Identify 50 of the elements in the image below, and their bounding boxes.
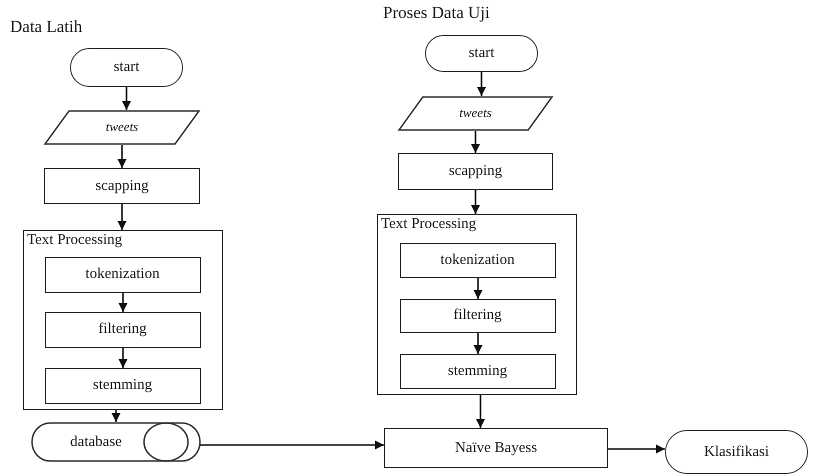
terminator-shape [70,48,183,87]
stored-data-shape [32,422,200,462]
column-heading: Proses Data Uji [383,4,490,23]
process-box [398,153,553,190]
node-label: scapping [448,163,502,180]
group-title: Text Processing [381,216,476,232]
arrow [474,333,482,354]
input-parallelogram [398,96,553,131]
terminator-shape [425,35,538,72]
process-box [44,168,200,204]
node-label: tweets [459,106,492,121]
arrow [118,145,126,168]
group-box [23,230,223,410]
node-label: stemming [92,377,152,394]
arrow [122,87,131,110]
process-box [44,256,200,292]
node-label: start [468,45,494,62]
process-box [44,368,200,404]
node-label: scapping [95,178,149,194]
input-parallelogram [44,110,200,145]
arrow [118,293,128,312]
arrow [471,131,480,153]
arrow [118,204,126,230]
node-label: filtering [98,321,147,338]
arrow [476,395,485,428]
group-title: Text Processing [27,232,122,248]
group-box [377,214,577,395]
node-label: filtering [453,307,502,324]
node-label: stemming [448,362,508,380]
node-label: database [70,434,122,450]
node-label: tweets [106,120,138,135]
process-box [400,298,556,332]
arrow [471,190,480,214]
node-label: start [114,59,140,76]
arrow [474,278,482,299]
arrow [608,444,665,454]
arrow [118,348,128,368]
arrow [200,440,384,450]
process-box [384,428,608,468]
process-box [400,242,556,278]
node-label: tokenization [85,266,160,283]
column-heading: Data Latih [10,18,82,37]
node-label: Klasifikasi [704,444,769,460]
process-box [44,312,200,348]
process-box [400,354,556,388]
terminator-shape [665,430,808,474]
node-label: tokenization [440,252,515,268]
arrow [477,72,486,96]
node-label: Naïve Bayess [454,440,538,456]
arrow [112,410,120,422]
